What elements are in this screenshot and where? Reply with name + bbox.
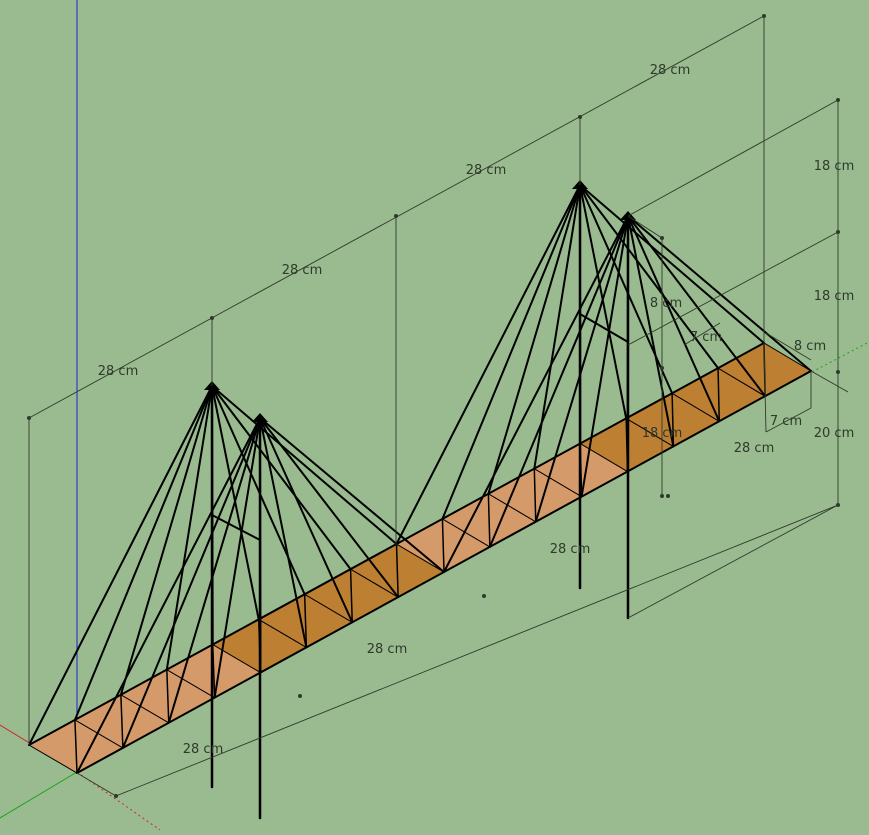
stay-cable (212, 386, 213, 645)
dimension-tick (27, 416, 31, 420)
dimension-label-bottom-span-4: 28 cm (734, 441, 775, 456)
stay-cable (260, 418, 444, 572)
stay-cable (121, 386, 212, 695)
dimension-tick (660, 236, 664, 240)
dimension-tick (482, 594, 486, 598)
dimension-tick (666, 494, 670, 498)
dimension-label-pylon-gap-lower: 7 cm (770, 414, 802, 429)
stay-cable (260, 418, 261, 673)
y-axis-line (0, 772, 77, 818)
extension-line (811, 371, 848, 392)
dimension-label-tower-height-inner: 18 cm (642, 426, 683, 441)
dimension-label-left-span-1: 28 cm (98, 364, 139, 379)
dimension-tick (836, 98, 840, 102)
extension-line (628, 505, 838, 618)
bridge-deck (29, 343, 811, 773)
stay-cable (628, 216, 811, 371)
dimension-tick (836, 230, 840, 234)
dimension-label-left-span-4: 28 cm (650, 63, 691, 78)
dimension-label-tower-height-upper: 18 cm (814, 159, 855, 174)
dimension-tick (298, 694, 302, 698)
dimension-tick (660, 494, 664, 498)
dimension-label-deck-width-back: 8 cm (794, 339, 826, 354)
dimension-label-left-span-2: 28 cm (282, 263, 323, 278)
dimension-label-tower-height-lower: 18 cm (814, 289, 855, 304)
extension-line (77, 773, 116, 796)
dimension-label-tower-offset: 8 cm (650, 296, 682, 311)
dimension-tick (762, 14, 766, 18)
dimension-label-bottom-span-1: 28 cm (183, 742, 224, 757)
pylon-crossbeam (580, 314, 628, 342)
dimension-label-left-span-3: 28 cm (466, 163, 507, 178)
pylon-apex (252, 413, 268, 422)
dimension-label-pier-depth: 20 cm (814, 426, 855, 441)
dimension-tick (114, 794, 118, 798)
dimension-tick (578, 115, 582, 119)
dimension-tick (836, 370, 840, 374)
dimension-label-pylon-gap-upper: 7 cm (690, 330, 722, 345)
dimension-label-bottom-span-2: 28 cm (367, 642, 408, 657)
dimension-tick (660, 366, 664, 370)
dimension-tick (394, 214, 398, 218)
dimension-tick (836, 503, 840, 507)
stay-cable (628, 216, 629, 472)
dimension-tick (210, 316, 214, 320)
dimension-label-bottom-span-3: 28 cm (550, 542, 591, 557)
extension-line (628, 100, 838, 216)
